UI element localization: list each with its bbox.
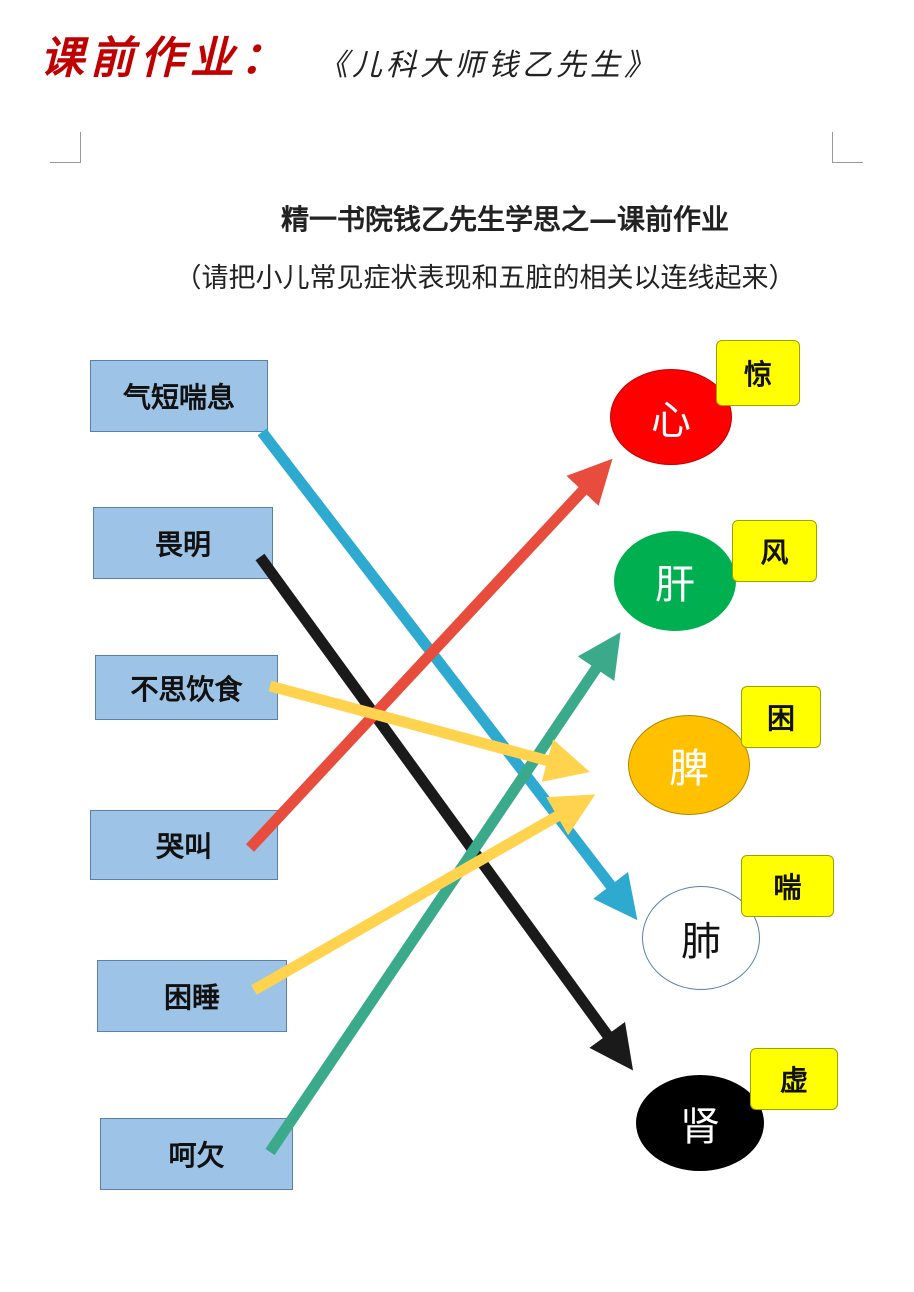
tag-chuan: 喘 <box>741 855 834 917</box>
worksheet-instruction: （请把小儿常见症状表现和五脏的相关以连线起来） <box>174 263 796 294</box>
organ-heart[interactable]: 心 <box>610 369 732 465</box>
organ-kidney[interactable]: 肾 <box>636 1075 764 1171</box>
symptom-box-kunshui[interactable]: 困睡 <box>97 960 287 1032</box>
tag-kun: 困 <box>741 686 821 748</box>
symptom-box-busiyinshi[interactable]: 不思饮食 <box>95 655 278 720</box>
arrow-kunshui-to-spleen <box>251 794 596 995</box>
organ-spleen[interactable]: 脾 <box>628 715 750 815</box>
arrow-weiming-to-kidney <box>255 553 634 1071</box>
tag-feng: 风 <box>732 520 817 582</box>
symptom-box-qiduanchuanxi[interactable]: 气短喘息 <box>90 360 268 432</box>
symptom-box-weiming[interactable]: 畏明 <box>93 507 273 579</box>
arrow-hongjiao-to-heart <box>245 458 613 852</box>
tag-xu: 虚 <box>750 1048 838 1110</box>
symptom-box-heqian[interactable]: 呵欠 <box>100 1118 293 1190</box>
arrow-busiyinshi-to-spleen <box>268 680 590 782</box>
book-title: 《儿科大师钱乙先生》 <box>318 48 658 83</box>
tag-jing: 惊 <box>716 340 800 406</box>
organ-liver[interactable]: 肝 <box>614 531 736 631</box>
homework-label: 课前作业： <box>40 33 290 84</box>
symptom-box-kujiao[interactable]: 哭叫 <box>90 810 278 880</box>
organ-lung[interactable]: 肺 <box>642 886 760 990</box>
crop-mark-right <box>832 132 863 163</box>
crop-mark-left <box>50 132 81 163</box>
arrow-hewqian-to-liver <box>265 632 621 1156</box>
worksheet-title: 精一书院钱乙先生学思之—课前作业 <box>280 203 729 236</box>
